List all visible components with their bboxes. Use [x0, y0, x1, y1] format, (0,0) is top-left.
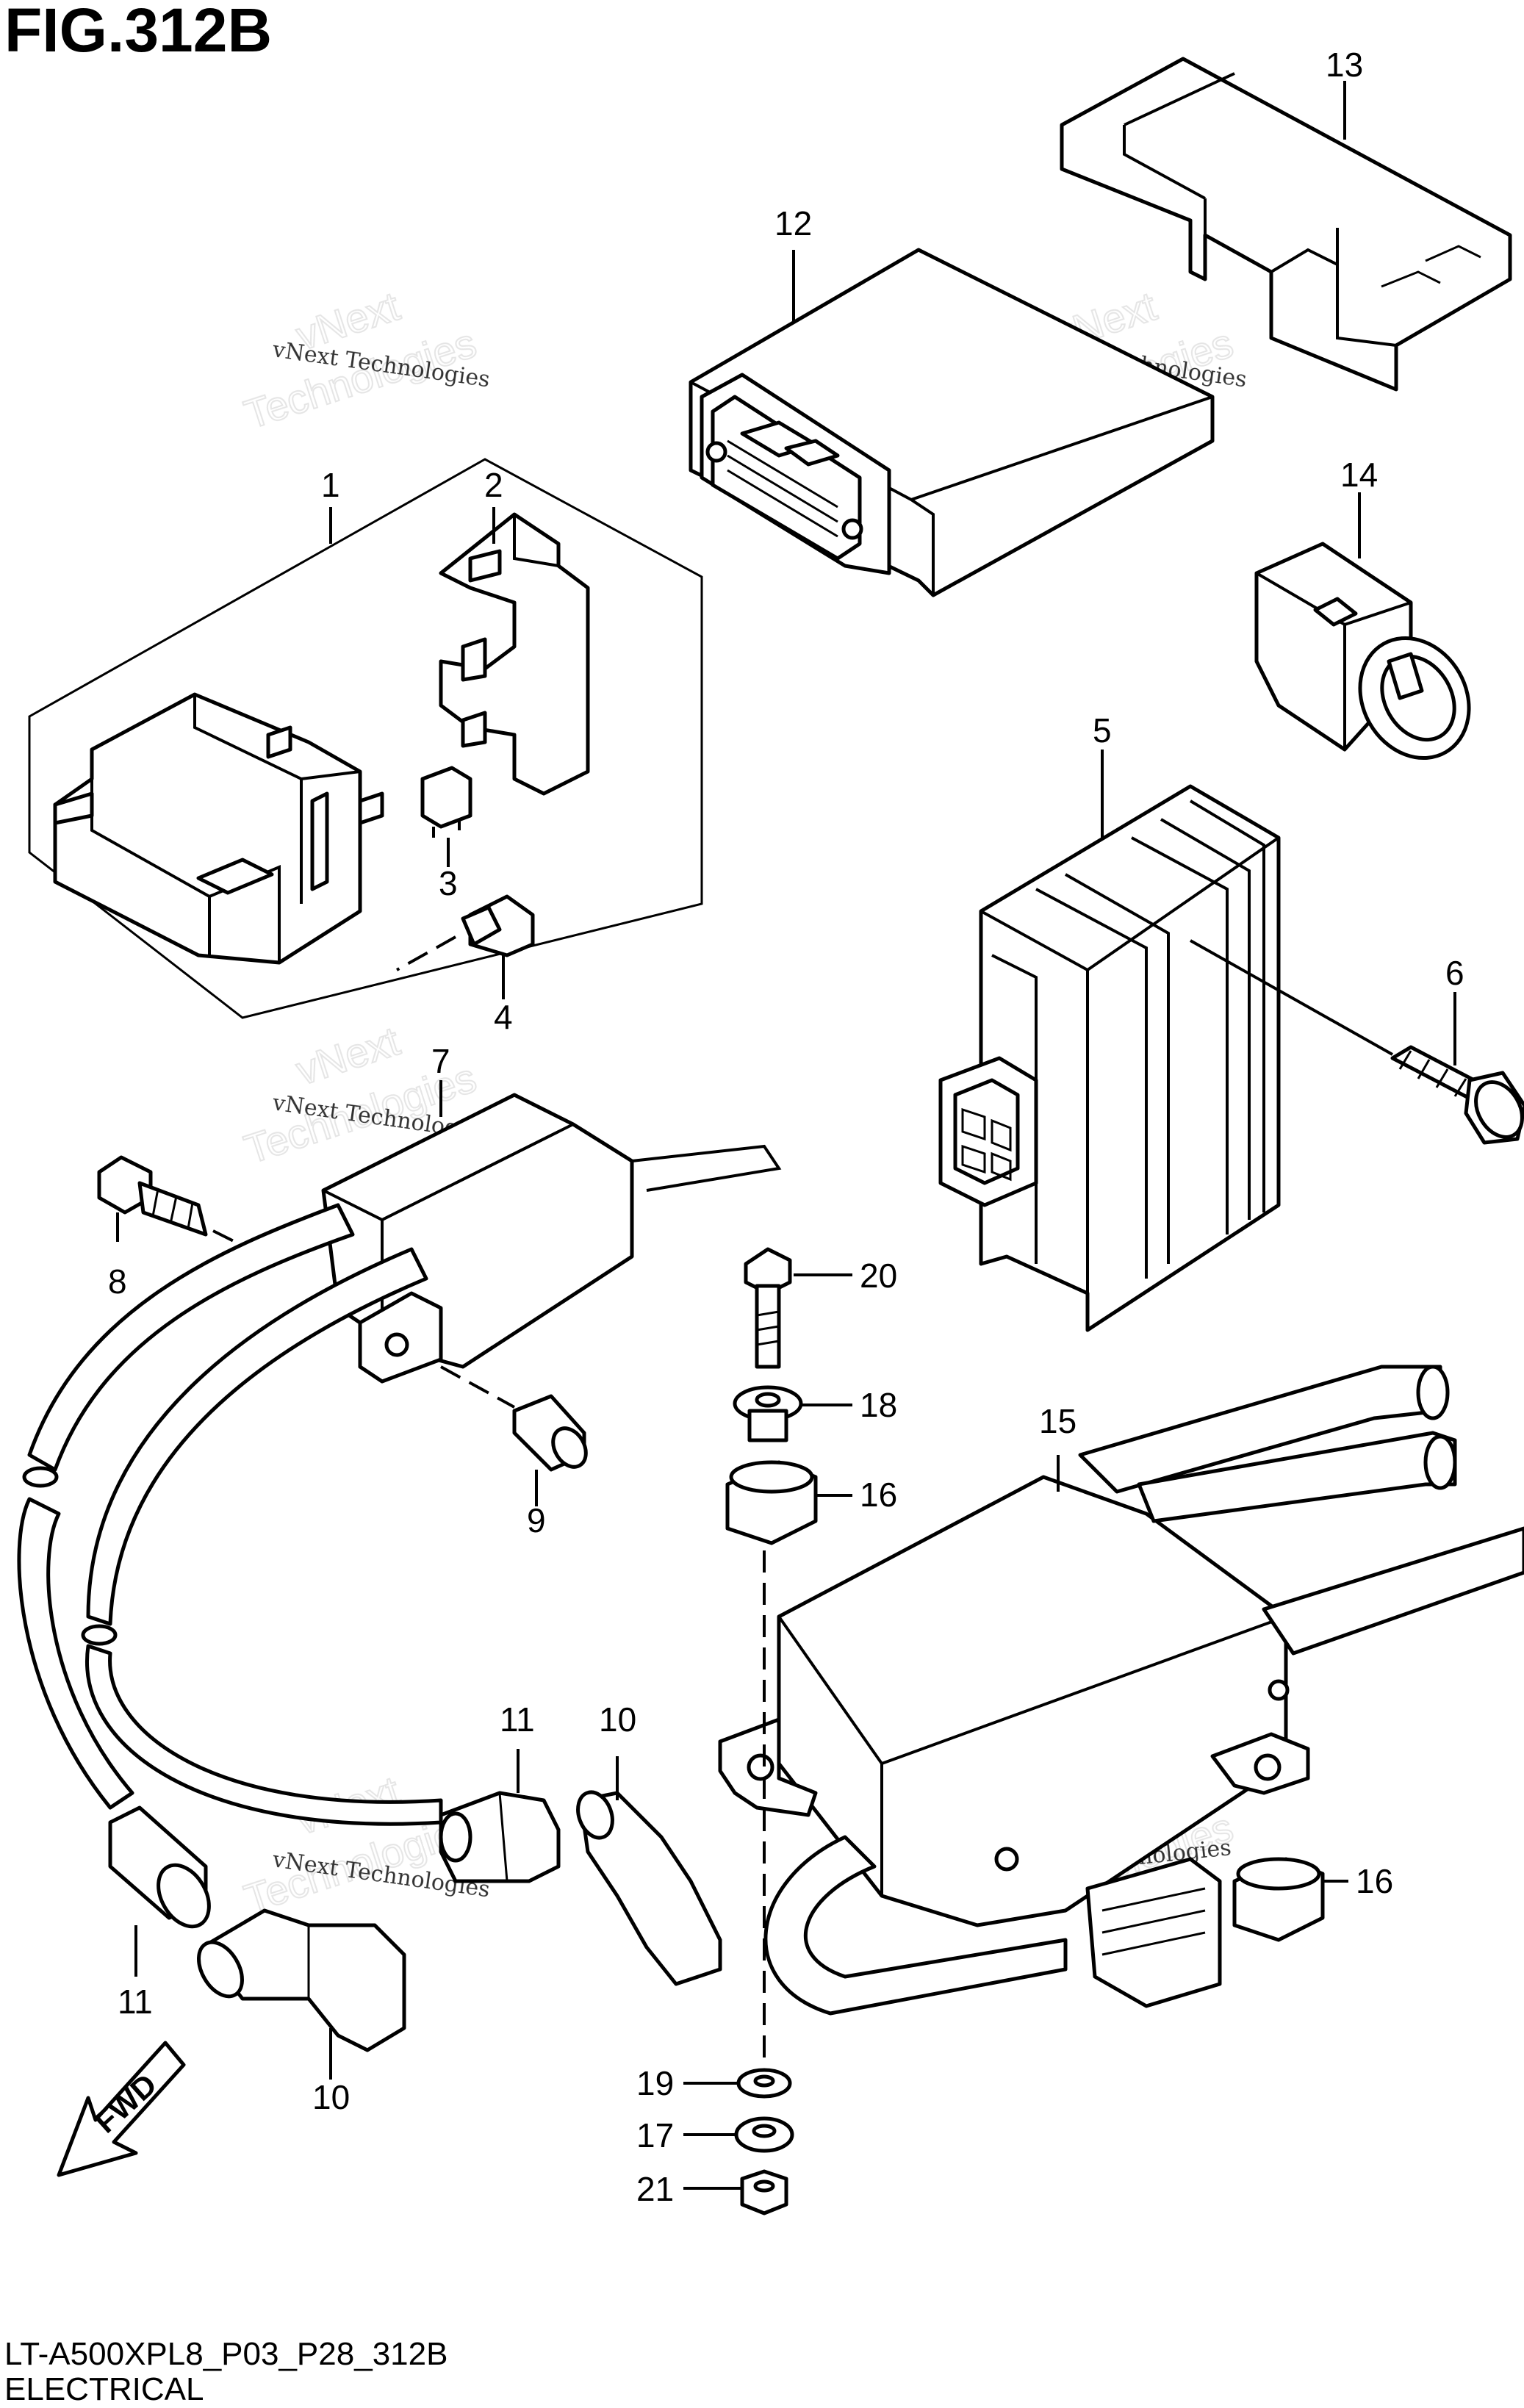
callout-18: 18: [860, 1386, 897, 1424]
part-20-bolt: [744, 1247, 792, 1369]
callout-5: 5: [1093, 711, 1112, 750]
part-4-bolt: [396, 894, 535, 971]
figure-title: FIG.312B: [4, 0, 272, 65]
part-7-ignition-coil: [321, 1093, 782, 1384]
high-tension-leads: [17, 1203, 443, 1826]
callout-17: 17: [636, 2116, 674, 2154]
callout-16-lower: 16: [1356, 1862, 1393, 1900]
callout-19: 19: [636, 2064, 674, 2102]
callout-21: 21: [636, 2170, 674, 2208]
callout-labels: 1 2 3 4 5 6 7 8 9 10 10 11 11 12 13 14 1…: [108, 46, 1464, 2208]
part-17-washer: [734, 2116, 794, 2153]
part-3-fuse: [420, 766, 472, 838]
callout-9: 9: [527, 1501, 546, 1539]
leader-lines: [116, 81, 1456, 2190]
figure-section: ELECTRICAL: [4, 2371, 204, 2407]
callout-11-lower: 11: [118, 1983, 153, 2021]
part-1-box: [28, 458, 703, 1019]
part-12-ecu: [689, 248, 1215, 597]
fwd-arrow: FWD: [57, 2041, 186, 2177]
callout-8: 8: [108, 1262, 127, 1301]
callout-14: 14: [1340, 456, 1378, 494]
callout-12: 12: [774, 204, 812, 242]
callout-2: 2: [484, 466, 503, 504]
part-21-nut: [740, 2169, 788, 2215]
part-11-grommet-upper: [439, 1791, 561, 1883]
callout-1: 1: [321, 466, 340, 504]
callout-4: 4: [494, 998, 513, 1036]
part-1-starter-relay: [53, 692, 384, 965]
callout-20: 20: [860, 1257, 897, 1295]
part-5-regulator: [938, 784, 1281, 1332]
callout-13: 13: [1326, 46, 1363, 84]
part-19-washer: [736, 2068, 792, 2099]
callout-7: 7: [431, 1042, 450, 1080]
part-18-collar: [733, 1385, 803, 1442]
callout-10-upper: 10: [599, 1700, 636, 1739]
figure-code: LT-A500XPL8_P03_P28_312B: [4, 2336, 448, 2372]
part-16-grommet-lower: [1232, 1857, 1325, 1942]
part-2-fuse-holder: [439, 512, 590, 796]
callout-6: 6: [1445, 954, 1464, 992]
part-9-collar: [440, 1365, 588, 1472]
callout-16-upper: 16: [860, 1476, 897, 1514]
part-10-cap-lower: [197, 1908, 406, 2052]
part-8-bolt: [97, 1155, 265, 1258]
callout-11-upper: 11: [500, 1700, 535, 1739]
part-13-ecu-cover: [1060, 57, 1512, 392]
part-6-bolt: [1190, 939, 1524, 1145]
callout-15: 15: [1039, 1402, 1076, 1440]
part-16-grommet-upper: [725, 1460, 818, 1545]
part-14-connector: [1254, 542, 1471, 761]
callout-10-lower: 10: [312, 2078, 350, 2116]
part-11-grommet-lower: [108, 1805, 211, 1929]
part-15-control-unit: [718, 1365, 1524, 2016]
callout-3: 3: [439, 864, 458, 902]
part-10-cap-upper: [576, 1790, 722, 1986]
